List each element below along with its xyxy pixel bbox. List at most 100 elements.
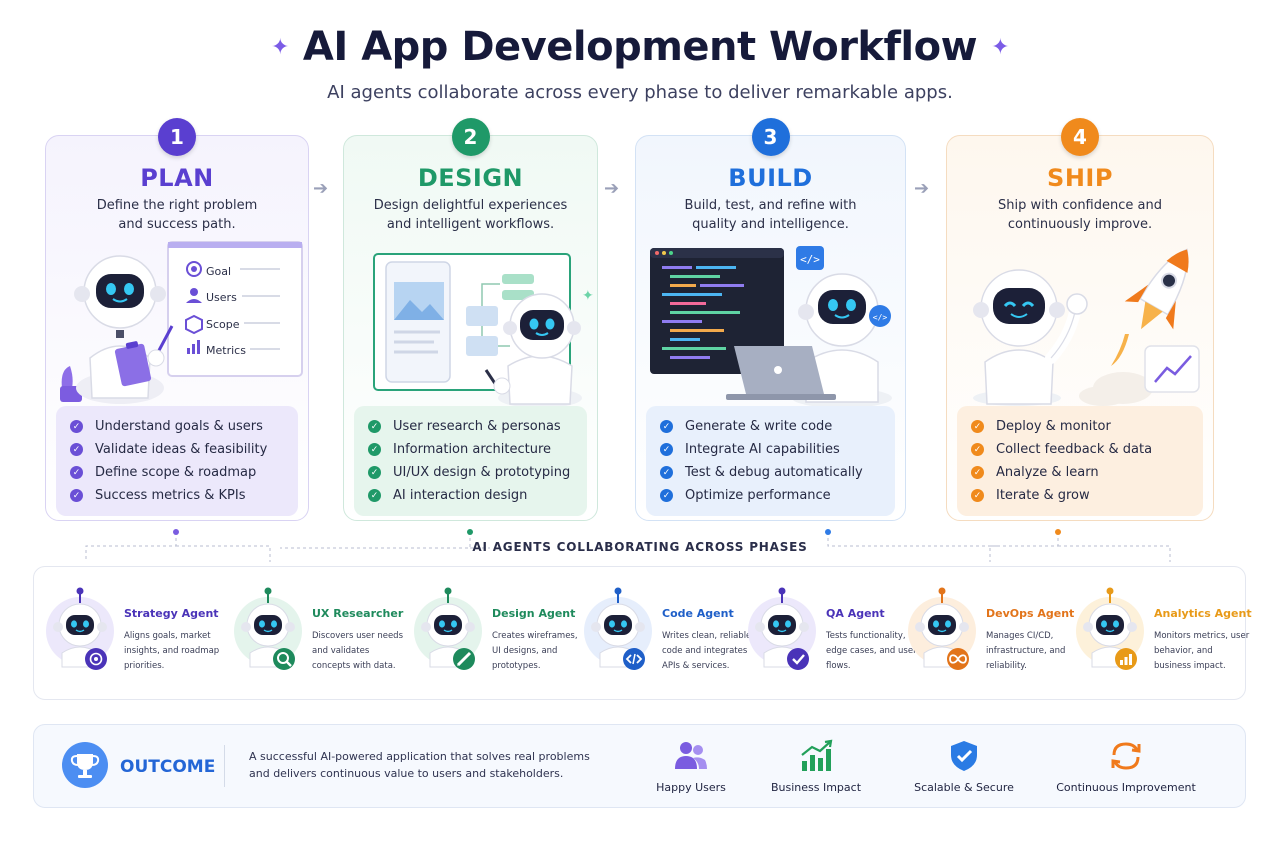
benefit-happy-users: Happy Users xyxy=(646,739,736,794)
phase-description-line: Build, test, and refine with xyxy=(684,198,857,213)
svg-text:✦: ✦ xyxy=(582,288,593,304)
outcome-label: OUTCOME xyxy=(120,757,216,777)
outcome-text: A successful AI-powered application that… xyxy=(249,750,590,780)
task-label: Optimize performance xyxy=(685,488,831,503)
magnifier-icon xyxy=(273,648,295,670)
agent-description: Discovers user needs and validates conce… xyxy=(312,631,404,671)
task-label: Generate & write code xyxy=(685,419,833,434)
check-circle-icon: ✓ xyxy=(70,420,83,433)
check-circle-icon: ✓ xyxy=(971,466,984,479)
phase-description-line: Define the right problem xyxy=(96,198,258,213)
phase-description-line: Design delightful experiences xyxy=(373,198,568,213)
page-title: AI App Development Workflow xyxy=(302,24,978,70)
phase-number-badge: 1 xyxy=(158,118,196,156)
check-circle-icon: ✓ xyxy=(971,420,984,433)
check-circle-icon: ✓ xyxy=(368,443,381,456)
task-item: ✓ Information architecture xyxy=(368,438,587,461)
task-item: ✓ Test & debug automatically xyxy=(660,461,895,484)
robot-with-laptop-code-illustration: </> </> xyxy=(650,246,892,408)
agent-description: Tests functionality, edge cases, and use… xyxy=(826,631,917,671)
benefit-business-impact: Business Impact xyxy=(764,739,868,794)
task-label: Integrate AI capabilities xyxy=(685,442,840,457)
phase-plan: 1 PLAN Define the right problem and succ… xyxy=(45,118,309,521)
outcome-panel: OUTCOME A successful AI-powered applicat… xyxy=(33,724,1246,808)
planning-board-labels: Goal Users Scope Metrics xyxy=(52,238,304,406)
task-label: Define scope & roadmap xyxy=(95,465,257,480)
divider xyxy=(224,745,225,787)
check-circle-icon: ✓ xyxy=(70,443,83,456)
check-circle-icon: ✓ xyxy=(70,466,83,479)
benefit-label: Scalable & Secure xyxy=(914,781,1014,794)
check-circle-icon: ✓ xyxy=(368,489,381,502)
arrow-right-icon: ➔ xyxy=(914,178,930,199)
target-icon xyxy=(85,648,107,670)
task-item: ✓Collect feedback & data xyxy=(971,438,1203,461)
phase-name: SHIP xyxy=(1047,164,1113,192)
task-label: UI/UX design & prototyping xyxy=(393,465,571,480)
task-label: Iterate & grow xyxy=(996,488,1090,503)
task-item: ✓AI interaction design xyxy=(368,484,587,507)
check-circle-icon: ✓ xyxy=(971,489,984,502)
agent-description: Monitors metrics, user behavior, and bus… xyxy=(1154,631,1250,671)
phase-name: BUILD xyxy=(728,164,813,192)
benefit-label: Continuous Improvement xyxy=(1056,781,1196,794)
task-label: Information architecture xyxy=(393,442,552,457)
bar-chart-icon xyxy=(1115,648,1137,670)
board-item-goal: Goal xyxy=(206,265,232,278)
task-item: ✓User research & personas xyxy=(368,415,587,438)
phase-number-badge: 2 xyxy=(451,118,490,156)
phase-design: 2 DESIGN Design delightful experiences a… xyxy=(343,118,598,521)
benefit-scalable-secure: Scalable & Secure xyxy=(914,739,1014,794)
task-label: Understand goals & users xyxy=(95,419,263,434)
plan-illustration xyxy=(52,238,303,406)
arrow-right-icon: ➔ xyxy=(313,178,329,199)
page-subtitle: AI agents collaborate across every phase… xyxy=(327,82,953,103)
agent-name: UX Researcher xyxy=(312,607,404,620)
ship-illustration xyxy=(953,238,1207,406)
robot-avatar xyxy=(908,587,976,670)
check-circle-icon: ✓ xyxy=(660,489,673,502)
sparkle-icon: ✦ xyxy=(270,34,289,60)
robot-avatar xyxy=(414,587,482,670)
agent-name: Strategy Agent xyxy=(124,607,219,620)
task-label: Success metrics & KPIs xyxy=(95,488,246,503)
phase-number-badge: 3 xyxy=(751,118,790,156)
check-circle-icon: ✓ xyxy=(660,420,673,433)
robot-avatar xyxy=(748,587,816,670)
robot-with-rocket-illustration xyxy=(973,248,1200,406)
infinity-icon xyxy=(947,648,969,670)
agent-name: QA Agent xyxy=(826,607,885,620)
header: ✦ AI App Development Workflow ✦ AI agent… xyxy=(0,24,1280,103)
task-item: ✓ Validate ideas & feasibility xyxy=(70,438,298,461)
phase-description: Design delightful experiences and intell… xyxy=(364,196,577,234)
users-icon xyxy=(675,742,707,769)
phase-agent-connectors xyxy=(85,529,1171,562)
check-circle-icon: ✓ xyxy=(368,466,381,479)
agent-name: Design Agent xyxy=(492,607,576,620)
task-label: Validate ideas & feasibility xyxy=(95,442,268,457)
pen-icon xyxy=(453,648,475,670)
phase-task-list: ✓ Deploy & monitor ✓Collect feedback & da… xyxy=(957,406,1203,516)
task-item: ✓Success metrics & KPIs xyxy=(70,484,298,507)
phase-task-list: ✓ Generate & write code ✓ Integrate AI cap… xyxy=(646,406,895,516)
task-item: ✓ Optimize performance xyxy=(660,484,895,507)
growth-chart-icon xyxy=(801,739,833,771)
board-item-scope: Scope xyxy=(206,318,240,331)
phase-description-line: Ship with confidence and xyxy=(998,198,1162,213)
task-item: ✓ Generate & write code xyxy=(660,415,895,438)
trophy-glyph xyxy=(70,754,100,778)
task-label: Deploy & monitor xyxy=(996,419,1111,434)
check-icon xyxy=(787,648,809,670)
task-item: ✓ Define scope & roadmap xyxy=(70,461,298,484)
svg-text:</>: </> xyxy=(800,253,820,266)
agent-name: Code Agent xyxy=(662,607,734,620)
check-circle-icon: ✓ xyxy=(660,466,673,479)
task-item: ✓ UI/UX design & prototyping xyxy=(368,461,587,484)
task-label: Test & debug automatically xyxy=(685,465,863,480)
